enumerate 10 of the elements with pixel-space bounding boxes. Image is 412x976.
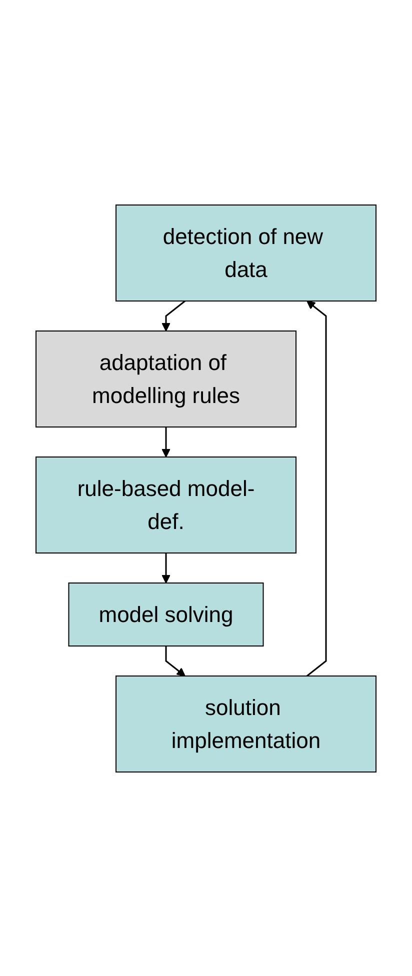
arrow xyxy=(162,426,170,457)
node-box: solution implementation xyxy=(116,675,376,772)
node-box: adaptation of modelling rules xyxy=(36,330,296,427)
arrow xyxy=(162,552,170,583)
arrow xyxy=(162,300,186,331)
node-box: detection of new data xyxy=(116,204,376,301)
arrow xyxy=(165,646,186,676)
node-box: rule-based model-def. xyxy=(36,456,296,553)
arrow xyxy=(306,300,327,676)
node-box: model solving xyxy=(68,582,264,646)
